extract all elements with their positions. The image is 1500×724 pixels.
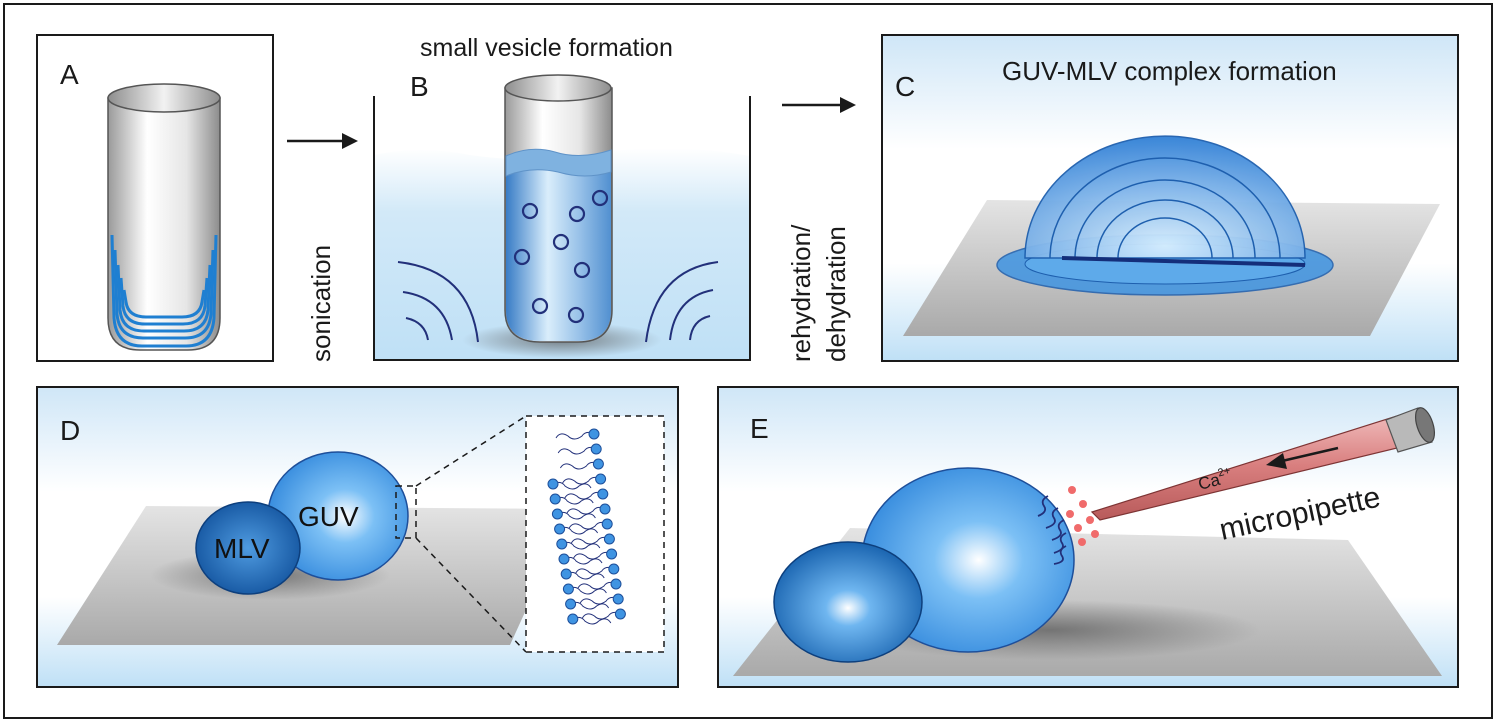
lipid-head [562,583,574,595]
panel-e: E [717,386,1459,688]
lipid-tail [561,541,601,550]
lipid-tail [566,506,606,515]
rehydration-label-line2: dehydration [821,226,851,362]
lipid-head [558,553,570,565]
lipid-head [614,608,626,620]
ion-charge: 2+ [1217,465,1232,480]
lipid-tail [577,581,617,590]
lipid-head [606,548,618,560]
lipid-tail [559,526,599,535]
panel-b-title: small vesicle formation [420,34,673,62]
lipid-tail [568,521,608,530]
lipid-tail [579,596,619,605]
panel-d: D GUV MLV [36,386,679,688]
lipid-tail [581,611,621,620]
lipid-head [556,538,568,550]
lipid-head [565,598,577,610]
lipid-head [554,523,566,535]
panel-e-label: E [750,413,769,444]
lipid-head [560,568,572,580]
lipid-tail [572,616,612,625]
calcium-ions [1066,486,1099,546]
vesicle-tube [504,74,613,343]
panel-c-title: GUV-MLV complex formation [1002,56,1337,86]
rehydration-label-line1: rehydration/ [786,224,816,362]
lipid-head [612,593,624,605]
sonication-bath [373,74,751,361]
lipid-tail [575,566,615,575]
lipid-head [603,533,615,545]
lipid-tail [573,551,612,560]
lipid-tube [107,83,221,351]
lipid-head [599,503,611,515]
panel-b: small vesicle formation B [373,34,751,361]
small-vesicles [513,189,609,324]
guv-label: GUV [298,501,359,532]
guv-mlv-complex [996,135,1334,296]
lipid-head [595,473,607,485]
panel-c: C GUV-MLV complex formation [881,34,1459,362]
lipid-head [597,488,609,500]
lipid-tail [565,571,605,580]
lipid-tail [562,476,601,485]
lipid-tail [555,431,595,440]
step-rehydration: rehydration/ dehydration [782,97,856,362]
lipid-head [610,578,622,590]
lipid-head [601,518,613,530]
figure-frame [3,3,1493,719]
lipid-head [551,508,563,520]
lipid-tail [557,511,596,520]
lipid-tail [563,556,603,565]
lipid-tail [552,481,592,490]
panel-a-label: A [60,59,79,90]
lipid-tail [559,461,599,470]
lipid-film-layers [110,234,218,348]
lipid-head [588,428,600,440]
lipid-bilayer [547,428,626,625]
zoom-callout [395,415,665,653]
lipid-head [549,493,561,505]
lipid-head [567,613,579,625]
lipid-head [608,563,620,575]
lipid-tail [557,446,597,455]
lipid-tails-e [1037,495,1067,565]
panel-b-label: B [410,71,429,102]
sonication-label: sonication [306,245,336,362]
sound-waves [397,261,719,343]
lipid-tail [554,496,594,505]
mlv-label: MLV [214,533,270,564]
lipid-head [590,443,602,455]
lipid-tail [568,586,607,595]
lipid-head [547,478,559,490]
lipid-tail [570,601,610,610]
lipid-tail [570,536,610,545]
lipid-tail [564,491,604,500]
lipid-head [592,458,604,470]
mlv-vesicle: MLV [195,501,301,595]
mlv-vesicle-e [773,541,923,663]
step-sonication: sonication [287,133,358,362]
panel-a: A [36,34,274,362]
panel-d-label: D [60,415,80,446]
panel-c-label: C [895,71,915,102]
